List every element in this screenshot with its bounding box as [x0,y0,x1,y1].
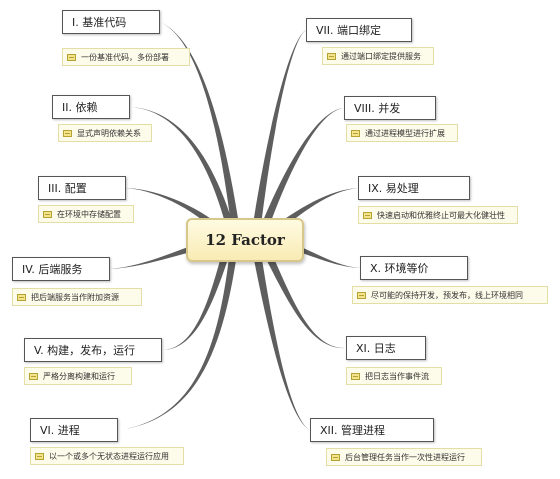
note-icon [363,211,372,219]
branch-2 [130,107,236,237]
note-icon [17,293,26,301]
topic-3-title[interactable]: III. 配置 [38,176,126,200]
note-icon [351,129,360,137]
topic-12-note-text: 后台管理任务当作一次性进程运行 [345,452,465,462]
topic-1-note-text: 一份基准代码，多份部署 [81,52,169,62]
central-topic[interactable]: 12 Factor [186,218,304,262]
topic-6-note: 以一个或多个无状态进程运行应用 [30,447,184,465]
topic-4-note-text: 把后端服务当作附加资源 [31,292,119,302]
branch-1 [160,22,240,234]
topic-7-note-text: 通过端口绑定提供服务 [341,51,421,61]
note-icon [35,452,44,460]
note-icon [357,291,366,299]
topic-2-title[interactable]: II. 依赖 [52,95,130,119]
topic-5-note-text: 严格分离构建和运行 [43,371,115,381]
note-icon [29,372,38,380]
topic-10-note: 尽可能的保持开发，预发布，线上环境相同 [352,286,548,304]
note-icon [43,210,52,218]
note-icon [63,129,72,137]
topic-3-note: 在环境中存储配置 [38,205,134,223]
topic-9-note-text: 快速启动和优雅终止可最大化健壮性 [377,210,505,220]
note-icon [67,53,76,61]
topic-4-note: 把后端服务当作附加资源 [12,288,142,306]
topic-11-title[interactable]: XI. 日志 [346,336,426,360]
topic-5-note: 严格分离构建和运行 [24,367,132,385]
topic-6-note-text: 以一个或多个无状态进程运行应用 [49,451,169,461]
topic-9-title[interactable]: IX. 易处理 [358,176,470,200]
topic-11-note-text: 把日志当作事件流 [365,371,429,381]
topic-8-note: 通过进程模型进行扩展 [346,124,458,142]
topic-12-note: 后台管理任务当作一次性进程运行 [326,448,482,466]
branch-7 [251,30,306,234]
topic-9-note: 快速启动和优雅终止可最大化健壮性 [358,206,518,224]
note-icon [331,453,340,461]
note-icon [351,372,360,380]
topic-7-title[interactable]: VII. 端口绑定 [306,18,412,42]
topic-12-title[interactable]: XII. 管理进程 [310,418,434,442]
topic-8-title[interactable]: VIII. 并发 [344,96,436,120]
topic-1-note: 一份基准代码，多份部署 [62,48,190,66]
topic-3-note-text: 在环境中存储配置 [57,209,121,219]
topic-6-title[interactable]: VI. 进程 [30,418,118,442]
topic-2-note: 显式声明依赖关系 [58,124,152,142]
branch-6 [118,245,238,430]
topic-2-note-text: 显式声明依赖关系 [77,128,141,138]
topic-8-note-text: 通过进程模型进行扩展 [365,128,445,138]
topic-10-note-text: 尽可能的保持开发，预发布，线上环境相同 [371,290,523,300]
topic-1-title[interactable]: I. 基准代码 [62,10,160,34]
branch-12 [251,246,310,430]
topic-10-title[interactable]: X. 环境等价 [360,256,468,280]
topic-11-note: 把日志当作事件流 [346,367,442,385]
topic-5-title[interactable]: V. 构建，发布，运行 [24,338,162,362]
note-icon [327,52,336,60]
topic-4-title[interactable]: IV. 后端服务 [12,257,110,281]
topic-7-note: 通过端口绑定提供服务 [322,47,434,65]
